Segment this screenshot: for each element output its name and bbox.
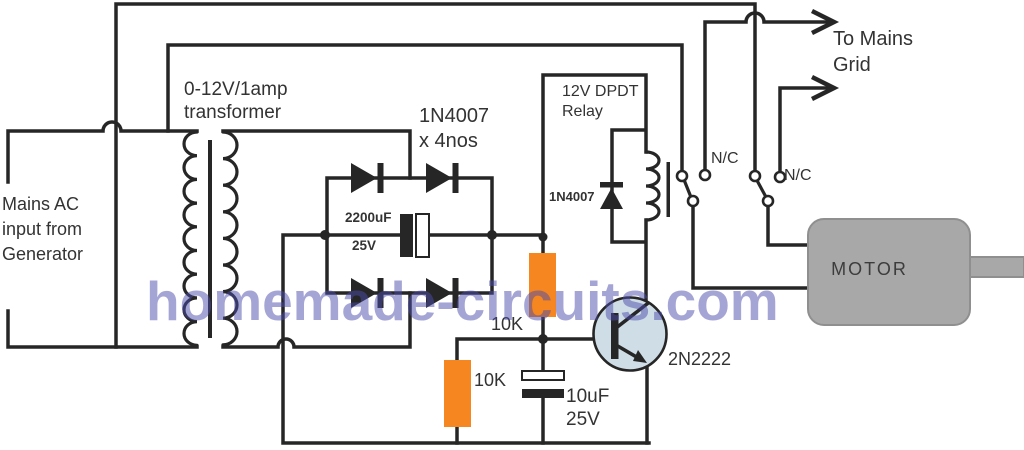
series-resistor [529, 253, 556, 317]
transformer-symbol [182, 130, 239, 347]
motor-block [807, 218, 1024, 326]
motor-label: MOTOR [831, 259, 908, 279]
motor-shaft [968, 256, 1024, 278]
bridge-rectifier [351, 163, 459, 308]
diode-icon [426, 163, 459, 193]
diode-icon [351, 163, 384, 193]
transformer-label: 0-12V/1amp transformer [184, 79, 288, 123]
secondary-winding-icon [221, 130, 239, 347]
contact-circle-nc [698, 168, 712, 182]
switch-blade [682, 179, 693, 198]
nc-contact-label: N/C [784, 167, 812, 184]
wire-grid-bottom [778, 86, 832, 172]
mains-grid-label: To Mains Grid [833, 28, 914, 76]
arrow-icon [810, 8, 840, 36]
switch-blade [755, 179, 768, 199]
primary-winding-icon [182, 130, 199, 347]
pole-circle [761, 194, 775, 208]
wire-secondary-bottom [221, 291, 412, 349]
wire-ac-bottom [6, 309, 199, 349]
junction-dots [320, 230, 548, 344]
relay-coil-icon [644, 150, 670, 222]
wire-pole2-motor [766, 205, 810, 247]
relay-core-icon [666, 162, 670, 217]
wire-bridge-frame [325, 176, 494, 295]
motor-body [807, 218, 971, 326]
bridge-diodes-label: 1N4007 x 4nos [419, 105, 490, 152]
diode-icon [351, 278, 384, 308]
diode-icon [426, 278, 459, 308]
filter-cap-value-label: 2200uF [345, 210, 392, 225]
wire-ac-top [6, 120, 199, 184]
wire-pole1-motor [691, 205, 810, 290]
shunt-resistor-label: 10K [474, 370, 507, 390]
shunt-resistor [444, 360, 471, 427]
base-capacitor-label: 10uF 25V [566, 386, 610, 430]
contact-circle [675, 169, 689, 183]
filter-cap-voltage-label: 25V [352, 238, 377, 253]
wire-rail2 [166, 43, 684, 172]
wires [6, 2, 832, 445]
flyback-diode-label: 1N4007 [549, 189, 595, 204]
transformer-core-icon [208, 140, 212, 338]
transistor-label: 2N2222 [668, 349, 732, 369]
relay-label: 12V DPDT Relay [562, 83, 639, 120]
wire-secondary-top [221, 129, 412, 180]
transistor-icon [592, 296, 668, 372]
nc-contact-label: N/C [711, 150, 739, 167]
relay-contacts [675, 168, 787, 208]
wire-grid-top [703, 11, 832, 171]
wire-dc-minus [281, 233, 651, 445]
arrow-icon [810, 74, 840, 102]
flyback-diode-icon [600, 182, 623, 209]
filter-capacitor-icon [400, 213, 430, 258]
wire-rail1 [114, 2, 757, 349]
base-capacitor-icon [521, 370, 565, 398]
wire-dc-plus-relay [541, 73, 648, 306]
series-resistor-label: 10K [491, 314, 524, 334]
contact-circle-nc [773, 170, 787, 184]
pole-circle [686, 194, 700, 208]
watermark: homemade-circuits.com [146, 270, 779, 332]
generator-input-label: Mains AC input from Generator [2, 194, 84, 264]
contact-circle [748, 169, 762, 183]
